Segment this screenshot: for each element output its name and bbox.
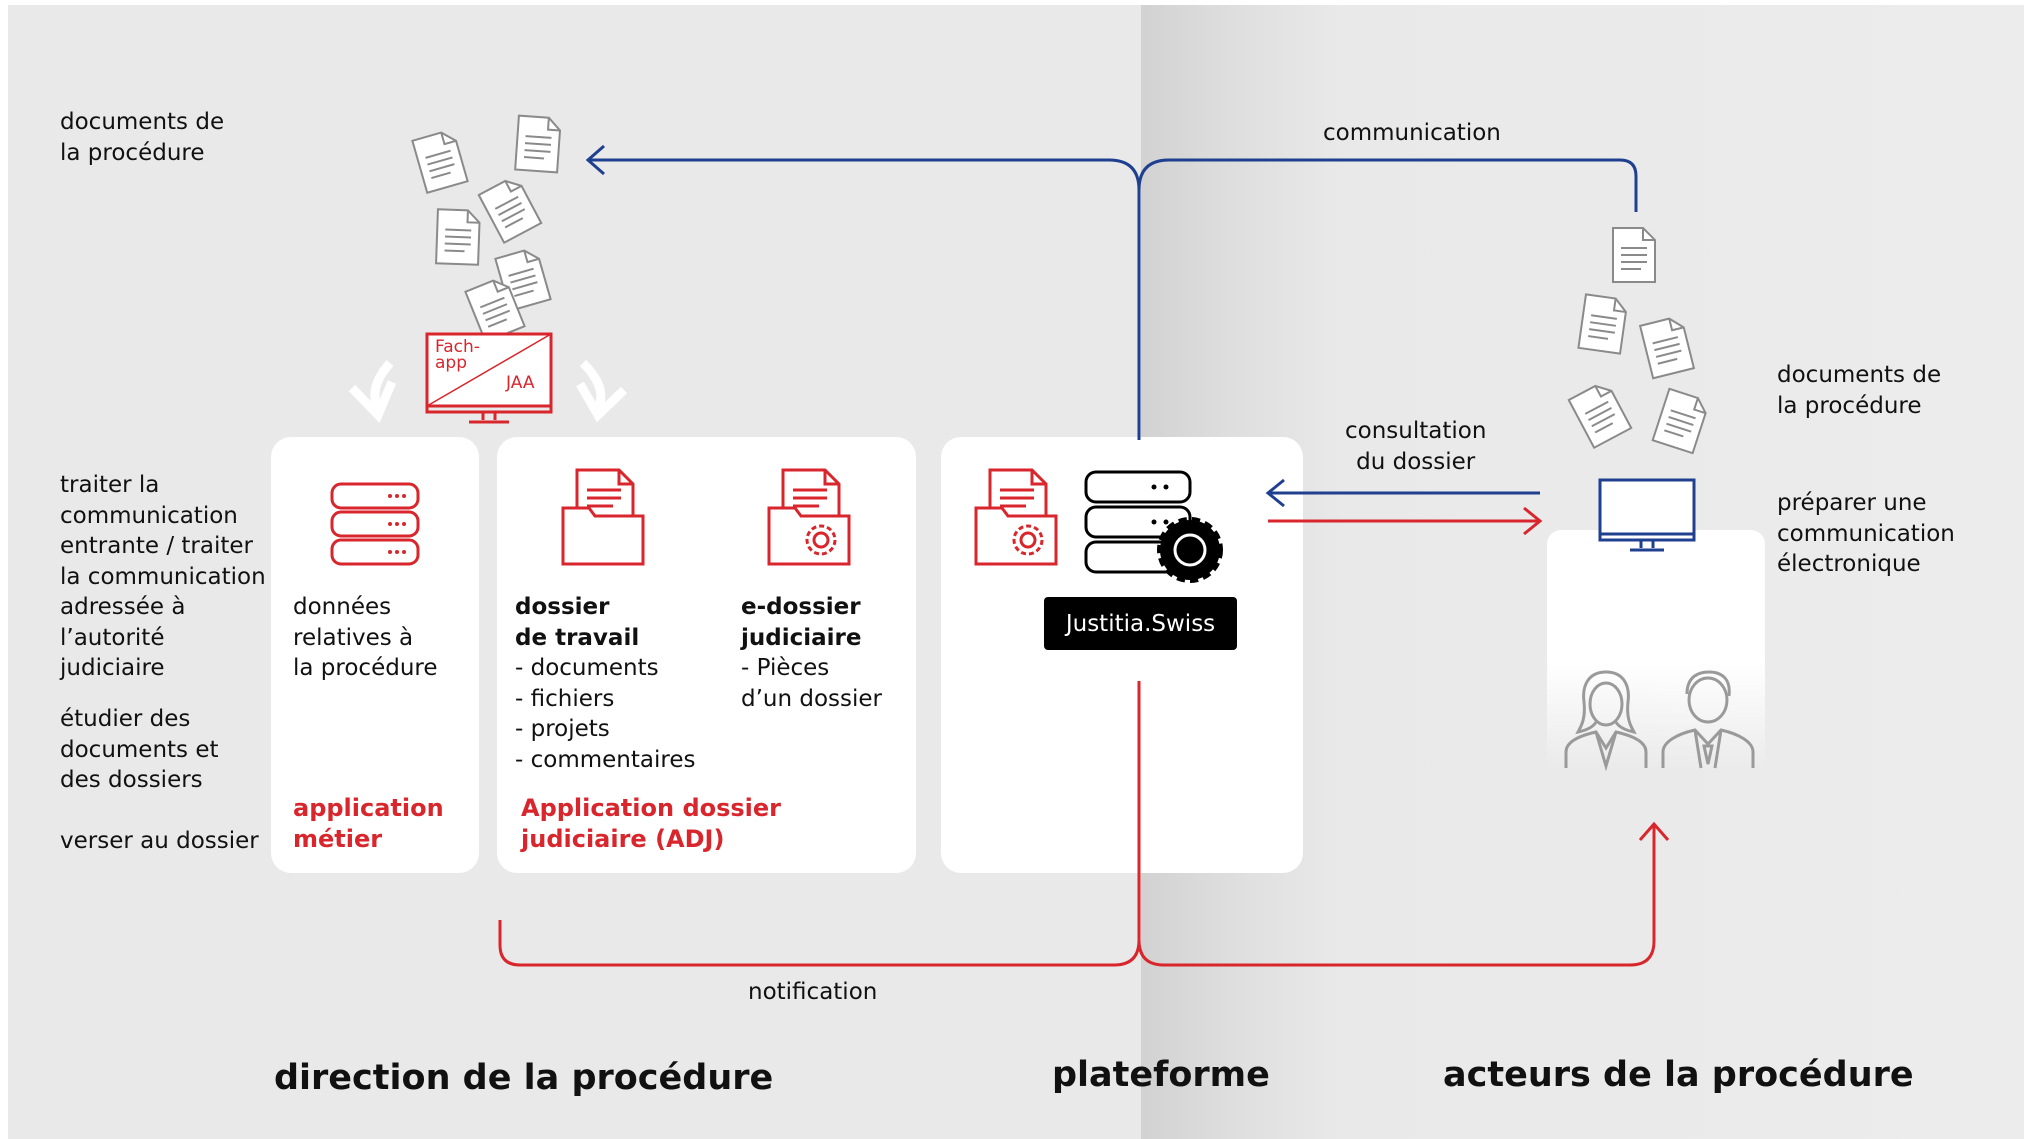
- preparer-communication-label: préparer une communication électronique: [1777, 490, 1955, 577]
- section-direction-procedure: direction de la procédure: [274, 1058, 774, 1098]
- document-icon: [411, 131, 469, 194]
- notification-label: notification: [748, 979, 878, 1005]
- justitia-swiss-badge: Justitia.Swiss: [1044, 597, 1237, 650]
- folder-gear-icon: [767, 468, 851, 566]
- card-application-metier: [271, 437, 479, 873]
- edossier-judiciaire-items: - Pièces d’un dossier: [741, 655, 883, 712]
- monitor-icon: [425, 332, 553, 424]
- document-icon: [1577, 293, 1627, 355]
- section-acteurs-procedure: acteurs de la procédure: [1443, 1055, 1914, 1095]
- jaa-label: JAA: [506, 373, 535, 393]
- communication-label: communication: [1323, 120, 1501, 146]
- monitor-icon: [1598, 478, 1696, 552]
- document-icon: [514, 114, 562, 174]
- split-arrow-left-head: [348, 380, 397, 424]
- notification-arrow-head: [1638, 821, 1670, 841]
- folder-gear-icon: [974, 468, 1058, 566]
- etudier-documents-label: étudier des documents et des dossiers: [60, 706, 219, 793]
- dossier-travail-items: - documents - fichiers - projets - comme…: [515, 655, 696, 773]
- edossier-judiciaire-title: e-dossier judiciaire: [741, 594, 862, 651]
- split-arrow-left: [370, 360, 394, 411]
- document-icon: [435, 208, 481, 266]
- consultation-dossier-label: consultation du dossier: [1345, 418, 1487, 475]
- document-icon: [1638, 317, 1696, 380]
- notification-arrow-line: [498, 681, 1141, 967]
- dossier-travail-title: dossier de travail: [515, 594, 640, 651]
- server-gear-icon: [1084, 470, 1223, 583]
- document-icon: [1567, 384, 1633, 450]
- database-icon: [330, 482, 420, 566]
- folder-document-icon: [561, 468, 645, 566]
- application-dossier-judiciaire-title: Application dossier judiciaire (ADJ): [521, 794, 782, 853]
- split-arrow-right-head: [576, 381, 628, 423]
- person-male-icon: [1661, 670, 1755, 769]
- communication-branch-line: [1137, 158, 1638, 212]
- application-metier-title: application métier: [293, 794, 444, 853]
- section-plateforme: plateforme: [1052, 1055, 1270, 1095]
- consultation-return-head: [1523, 506, 1543, 536]
- person-female-icon: [1564, 670, 1648, 772]
- traiter-communication-label: traiter la communication entrante / trai…: [60, 472, 266, 681]
- split-arrow-right: [579, 359, 606, 411]
- document-icon: [477, 179, 543, 245]
- consultation-arrow-head: [1265, 478, 1285, 508]
- communication-arrow-head: [585, 144, 605, 176]
- document-icon: [1612, 227, 1656, 283]
- verser-dossier-label: verser au dossier: [60, 828, 259, 854]
- documents-procedure-right-label: documents de la procédure: [1777, 362, 1942, 419]
- fachapp-label-line2: app: [435, 353, 467, 373]
- fachapp-label-line1: Fach-: [435, 337, 480, 357]
- donnees-procedure-text: données relatives à la procédure: [293, 594, 438, 681]
- documents-procedure-left-label: documents de la procédure: [60, 109, 225, 166]
- communication-arrow-line: [588, 158, 1141, 440]
- notification-branch-line: [1137, 825, 1656, 967]
- document-icon: [1651, 387, 1707, 455]
- document-icon: [464, 279, 526, 344]
